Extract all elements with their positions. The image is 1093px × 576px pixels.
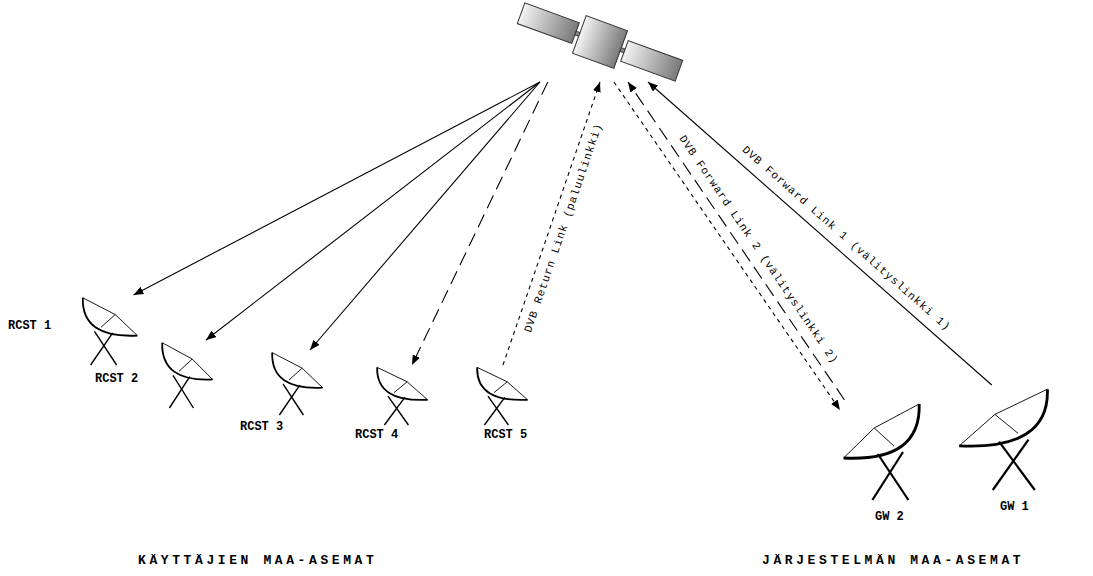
feed-strut bbox=[101, 315, 115, 328]
panel-arm bbox=[575, 31, 580, 36]
feed-strut bbox=[272, 353, 302, 369]
link-label: DVB Return Link (paluulinkki) bbox=[521, 119, 606, 336]
dish-leg bbox=[95, 331, 117, 365]
solar-panel bbox=[621, 41, 683, 82]
earth-station: RCST 3 bbox=[265, 350, 325, 415]
feed-strut bbox=[394, 382, 407, 393]
dish-leg bbox=[283, 384, 303, 415]
feed-strut bbox=[477, 367, 507, 381]
link-arrow bbox=[628, 82, 844, 400]
dish-reflector bbox=[844, 404, 920, 458]
feed-strut bbox=[302, 368, 322, 388]
earth-station: GW 1 bbox=[955, 385, 1060, 490]
station-label: GW 1 bbox=[1000, 500, 1029, 514]
link-label: DVB Forward Link 1 (välityslinkki 1) bbox=[737, 142, 954, 335]
dish-antenna bbox=[955, 385, 1060, 490]
satellite-node bbox=[513, 2, 687, 82]
feed-strut bbox=[874, 428, 894, 446]
dish-reflector bbox=[959, 389, 1047, 446]
group-label: JÄRJESTELMÄN MAA-ASEMAT bbox=[762, 553, 1024, 568]
dish-reflector bbox=[477, 367, 527, 400]
feed-strut bbox=[494, 382, 507, 393]
feed-strut bbox=[995, 389, 1048, 414]
dish-leg bbox=[173, 375, 193, 408]
dish-leg bbox=[999, 442, 1035, 490]
feed-strut bbox=[192, 359, 212, 379]
feed-strut bbox=[179, 359, 192, 371]
dish-leg bbox=[388, 396, 408, 425]
dish-leg bbox=[488, 396, 508, 425]
panel-arm bbox=[620, 48, 625, 53]
earth-station: RCST 2 bbox=[155, 340, 215, 408]
dish-reflector bbox=[83, 298, 138, 336]
dish-reflector bbox=[377, 367, 427, 400]
dish-antenna bbox=[155, 340, 215, 408]
link-arrow bbox=[310, 82, 540, 350]
station-label: RCST 3 bbox=[240, 420, 283, 434]
dish-leg bbox=[993, 440, 1029, 490]
earth-station: RCST 4 bbox=[370, 365, 430, 425]
satellite-shape bbox=[513, 2, 687, 82]
dish-leg bbox=[91, 333, 113, 365]
dish-antenna bbox=[470, 365, 530, 425]
feed-strut bbox=[377, 367, 407, 381]
dish-antenna bbox=[265, 350, 325, 415]
dish-leg bbox=[279, 385, 299, 415]
dish-leg bbox=[484, 397, 504, 425]
station-label: RCST 5 bbox=[484, 428, 527, 442]
satellite-body bbox=[572, 16, 627, 69]
feed-strut bbox=[507, 382, 527, 400]
link-arrow bbox=[503, 82, 600, 365]
feed-strut bbox=[959, 414, 995, 446]
dish-antenna bbox=[75, 295, 140, 365]
station-label: GW 2 bbox=[875, 510, 904, 524]
dish-leg bbox=[872, 452, 903, 500]
feed-strut bbox=[289, 368, 302, 380]
dish-leg bbox=[878, 454, 909, 500]
dish-leg bbox=[384, 397, 404, 425]
link-arrow bbox=[614, 82, 840, 410]
dish-antenna bbox=[840, 400, 930, 500]
link-arrow bbox=[648, 82, 992, 385]
feed-strut bbox=[407, 382, 427, 400]
satellite-figure bbox=[514, 0, 686, 90]
feed-strut bbox=[995, 414, 1018, 433]
earth-station: RCST 5 bbox=[470, 365, 530, 425]
group-label: KÄYTTÄJIEN MAA-ASEMAT bbox=[138, 553, 377, 568]
feed-strut bbox=[844, 428, 875, 458]
station-label: RCST 2 bbox=[95, 372, 138, 386]
feed-strut bbox=[162, 343, 192, 359]
earth-station: RCST 1 bbox=[75, 295, 140, 365]
dish-leg bbox=[169, 377, 189, 408]
earth-station: GW 2 bbox=[840, 400, 930, 500]
link-arrow bbox=[206, 82, 540, 340]
solar-panel bbox=[517, 3, 579, 44]
station-label: RCST 4 bbox=[355, 428, 398, 442]
feed-strut bbox=[83, 298, 116, 315]
dish-reflector bbox=[272, 353, 322, 388]
dish-reflector bbox=[162, 343, 212, 380]
feed-strut bbox=[115, 315, 137, 336]
link-arrow bbox=[134, 82, 540, 295]
dish-antenna bbox=[370, 365, 430, 425]
station-label: RCST 1 bbox=[8, 319, 51, 333]
feed-strut bbox=[874, 404, 919, 428]
